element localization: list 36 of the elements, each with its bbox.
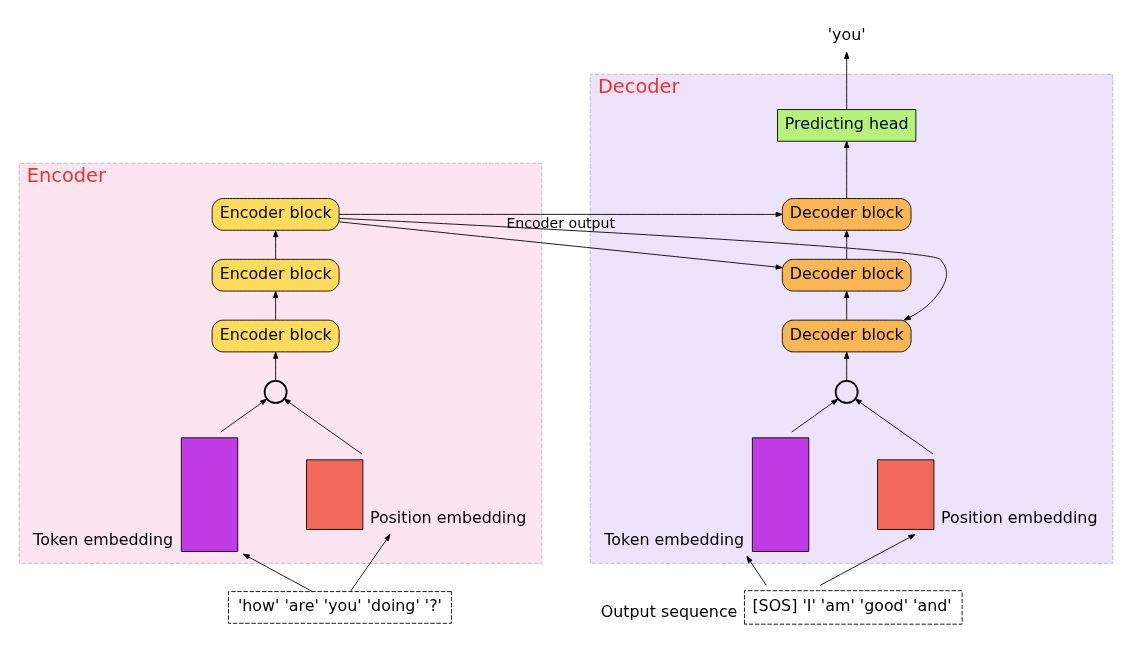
arrow: [844, 351, 850, 382]
node-label: Position embedding: [369, 507, 527, 527]
node-box: Decoder block: [781, 319, 912, 353]
arrow: [854, 398, 934, 455]
node-box: Encoder block: [211, 319, 340, 353]
edge-label: Encoder output: [506, 215, 616, 232]
arrow: [819, 534, 916, 586]
node-text: 'you': [827, 25, 866, 45]
arrow: [273, 230, 279, 260]
arrow: [844, 230, 850, 260]
arrow: [338, 211, 783, 217]
node-label: Token embedding: [33, 529, 174, 549]
arrow: [242, 553, 313, 592]
arrow: [273, 291, 279, 321]
node-box: Predicting head: [777, 109, 917, 142]
node-circle: [263, 380, 288, 404]
node-label: Token embedding: [604, 529, 745, 549]
arrow: [844, 140, 850, 199]
arrow: [338, 221, 783, 270]
arrow: [350, 534, 391, 592]
arrow: [273, 351, 279, 382]
arrow: [844, 291, 850, 321]
arrow: [338, 217, 947, 321]
arrow: [746, 555, 767, 586]
node-box: Decoder block: [781, 258, 912, 292]
node-label: Position embedding: [940, 507, 1098, 527]
arrow: [791, 398, 839, 433]
node-box: Encoder block: [211, 258, 340, 292]
node-circle: [834, 380, 859, 404]
node-label: Output sequence: [600, 602, 738, 622]
node-box: Decoder block: [781, 198, 912, 231]
arrow: [283, 398, 363, 455]
arrow: [220, 398, 268, 433]
arrow: [844, 51, 850, 110]
node-box: 'how' 'are' 'you' 'doing' '?': [228, 591, 452, 624]
node-box: Encoder block: [211, 198, 340, 231]
